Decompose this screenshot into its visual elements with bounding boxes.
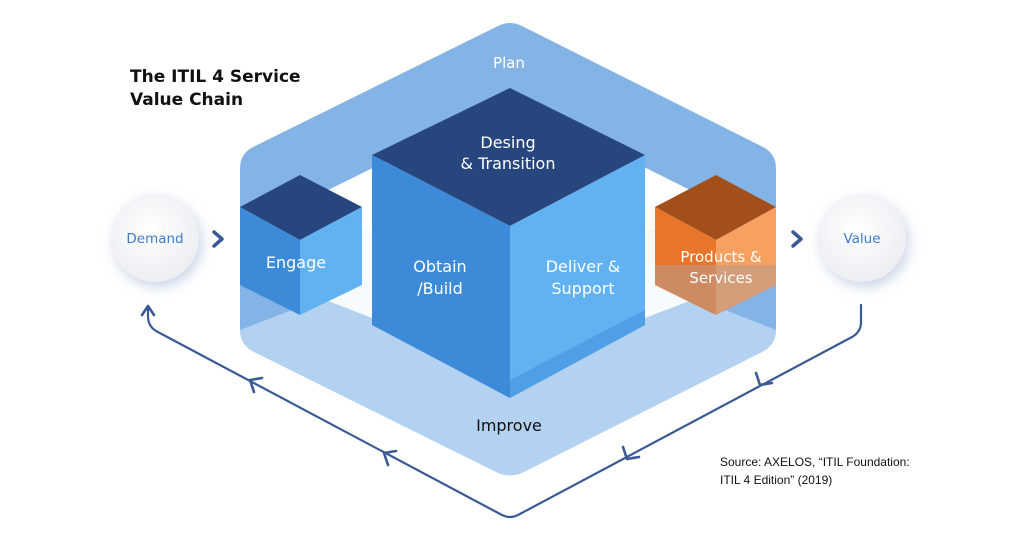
improve-label: Improve <box>476 416 542 435</box>
plan-region <box>240 23 776 330</box>
diagram-title: The ITIL 4 Service <box>130 67 301 87</box>
value-label: Value <box>843 231 880 247</box>
arrow-marker-icon <box>754 371 774 387</box>
design-transition-face <box>372 88 645 226</box>
products-services-label-line2: Services <box>689 269 752 287</box>
products-services-label: Products & <box>680 248 762 266</box>
obtain-build-label-line2: /Build <box>417 279 463 298</box>
engage-left-face <box>240 207 300 315</box>
diagram-title-line2: Value Chain <box>130 90 243 110</box>
feedback-loop-arrow <box>146 303 863 519</box>
engage-right-face <box>300 207 362 315</box>
source-citation: Source: AXELOS, “ITIL Foundation: <box>720 455 910 469</box>
plan-label: Plan <box>493 54 525 72</box>
engage-label: Engage <box>266 253 326 272</box>
source-citation-line2: ITIL 4 Edition” (2019) <box>720 473 832 487</box>
obtain-build-label: Obtain <box>413 257 466 276</box>
engage-top-face <box>240 175 362 240</box>
products-top-face <box>655 175 776 240</box>
demand-node[interactable] <box>111 194 199 282</box>
demand-label: Demand <box>126 231 183 247</box>
obtain-build-face <box>372 155 510 398</box>
products-overlap-shade <box>655 265 776 315</box>
arrowhead-up-icon <box>140 304 156 317</box>
design-transition-label: Desing <box>480 133 535 152</box>
arrow-marker-icon <box>621 445 641 461</box>
deliver-support-shade <box>510 310 645 398</box>
central-cube <box>372 88 645 398</box>
value-node[interactable] <box>818 194 906 282</box>
arrow-marker-icon <box>382 449 398 467</box>
deliver-support-label-line2: Support <box>551 279 614 298</box>
design-transition-label-line2: & Transition <box>461 154 556 173</box>
chevron-right-icon <box>791 230 803 248</box>
products-services-cube <box>655 175 776 315</box>
engage-cube <box>240 175 362 315</box>
deliver-support-label: Deliver & <box>546 257 621 276</box>
arrow-marker-icon <box>248 376 264 394</box>
chevron-right-icon <box>212 230 224 248</box>
